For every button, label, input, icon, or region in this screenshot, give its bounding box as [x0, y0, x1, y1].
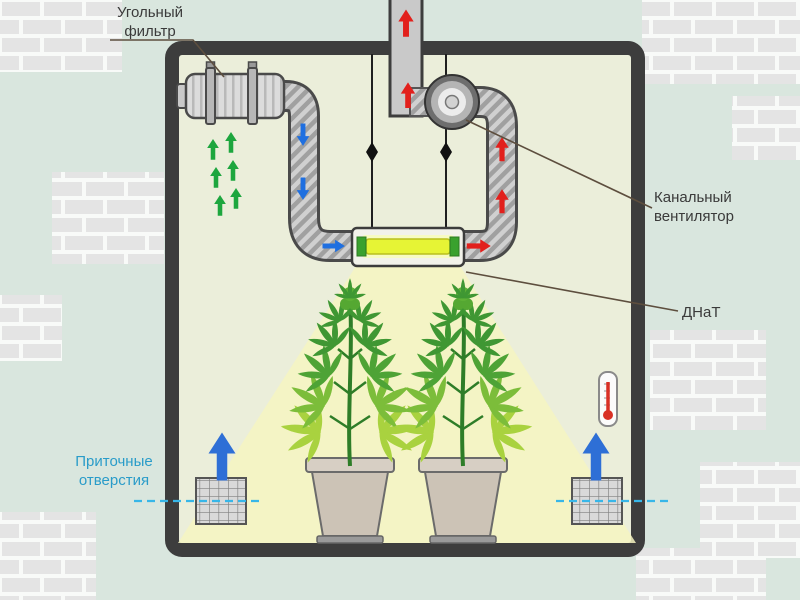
label-hps-lamp: ДНаТ [682, 304, 721, 321]
carbon-filter [176, 61, 286, 125]
label-carbon-filter: Угольный фильтр [116, 4, 184, 41]
right-flex-duct [458, 86, 518, 262]
label-duct-fan: Канальный вентилятор [654, 189, 734, 226]
carbon-filter-pointer-line [110, 39, 225, 78]
left-flex-duct [272, 80, 362, 262]
thermometer [598, 371, 618, 427]
label-pointer-lines [110, 39, 679, 312]
hps-lamp [350, 226, 466, 268]
duct-fan [424, 74, 480, 130]
hps-lamp-pointer-line [465, 271, 679, 312]
duct-fan-pointer-line [465, 119, 653, 209]
light-cone [178, 266, 636, 543]
label-intake-holes: Приточные отверстия [75, 453, 153, 490]
